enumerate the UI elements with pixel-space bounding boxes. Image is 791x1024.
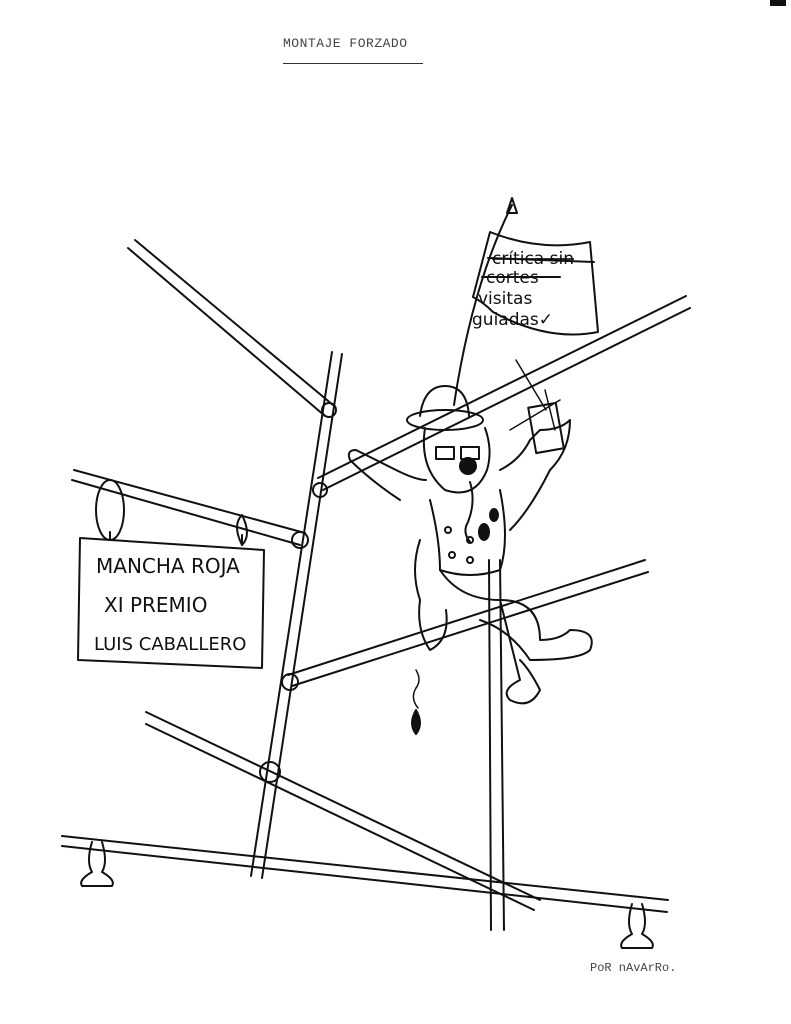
scaffold-feet bbox=[80, 841, 654, 949]
protest-flag: crítica sin cortes visitas guiadas✓ bbox=[453, 197, 599, 406]
sign-rings bbox=[95, 479, 248, 546]
pole-joints bbox=[259, 402, 337, 783]
flag-line-4: guiadas✓ bbox=[472, 310, 553, 330]
pole-middle bbox=[287, 559, 649, 687]
artist-signature: PoR nAvArRo. bbox=[590, 961, 677, 975]
flag-line-3: visitas bbox=[478, 289, 532, 309]
pole-long-diagonal bbox=[317, 295, 691, 491]
cartoon-title: MONTAJE FORZADO bbox=[283, 36, 408, 51]
pole-vertical-main bbox=[250, 351, 343, 879]
sign-line-1: MANCHA ROJA bbox=[96, 554, 240, 578]
pole-vertical-right bbox=[488, 559, 505, 931]
scaffold-poles bbox=[61, 239, 691, 931]
cartoon-figure bbox=[347, 359, 593, 735]
sign-line-2: XI PREMIO bbox=[104, 593, 207, 617]
title-underline bbox=[283, 63, 423, 64]
scan-corner-mark bbox=[770, 0, 786, 6]
pole-bottom bbox=[61, 835, 669, 913]
pole-upper-left bbox=[127, 239, 334, 417]
sign-line-3: LUIS CABALLERO bbox=[94, 634, 246, 655]
award-sign: MANCHA ROJA XI PREMIO LUIS CABALLERO bbox=[77, 537, 265, 669]
